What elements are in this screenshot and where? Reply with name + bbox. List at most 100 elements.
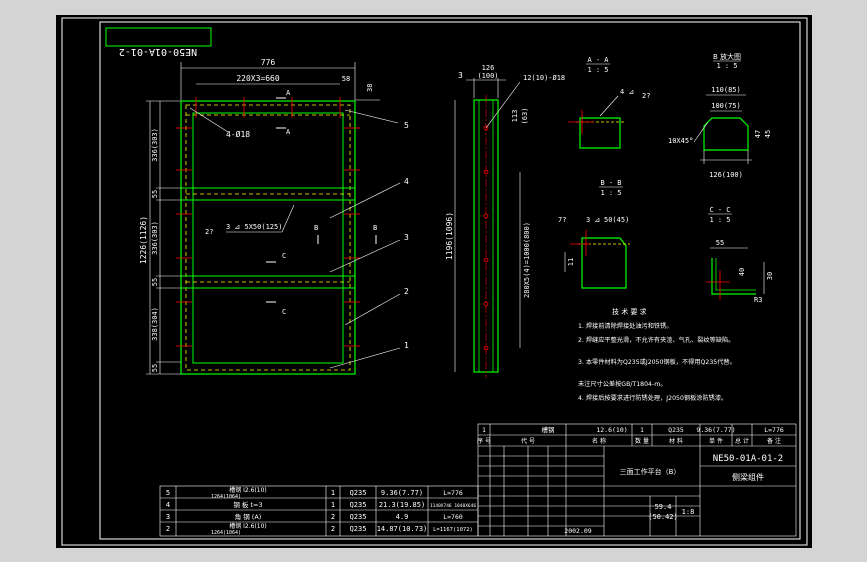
svg-text:5: 5 xyxy=(166,489,170,497)
weld-note-q: 2? xyxy=(205,228,213,236)
svg-text:4: 4 xyxy=(166,501,170,509)
svg-text:Q235: Q235 xyxy=(668,426,684,434)
bom-row: 5 槽钢 Ⅰ2.6(10) 1264(1064) 1 Q235 9.36(7.7… xyxy=(166,486,463,500)
side-dim-thickness: 3 xyxy=(458,71,463,80)
frame-inner xyxy=(192,112,344,364)
bom-row: 2 槽钢 Ⅰ2.6(10) 1264(1064) 2 Q235 14.87(10… xyxy=(166,522,473,536)
side-dim-offset-a: 113 xyxy=(511,110,519,123)
side-dim-width: 126 xyxy=(482,64,495,72)
svg-text:1: 1 xyxy=(331,501,335,509)
section-aa-weld-q: 2? xyxy=(642,92,650,100)
section-bb-size: 50(45) xyxy=(604,216,629,224)
title-drawing-no: NE50-01A-01-2 xyxy=(713,454,783,464)
dim-hole-spacing: 220X3=660 xyxy=(236,74,280,83)
balloon-1: 1 xyxy=(404,341,409,350)
svg-text:名 称: 名 称 xyxy=(592,437,606,445)
weld-note: 3 ⊿ 5X50(125) xyxy=(226,223,282,231)
section-cc-depth: 40 xyxy=(738,268,746,276)
svg-text:钢 板 t=3: 钢 板 t=3 xyxy=(233,500,262,509)
balloon-2: 2 xyxy=(404,287,409,296)
section-cc-title: C - C xyxy=(709,206,730,214)
drawing-number-stamp xyxy=(105,27,212,47)
tech-note-3: 3. 本零件材料为Q235或J2050钢板，不得用Q235代替。 xyxy=(578,358,736,366)
svg-text:角 钢 (A): 角 钢 (A) xyxy=(235,512,262,521)
svg-text:Q235: Q235 xyxy=(350,525,367,533)
section-mark-a-bottom: A xyxy=(286,128,291,136)
svg-text:1264(1064): 1264(1064) xyxy=(211,530,241,536)
svg-text:Q235: Q235 xyxy=(350,513,367,521)
tech-note-4: 4. 焊接后按要求进行防锈处理，J2050钢板涂防锈漆。 xyxy=(578,394,727,402)
side-dim-width-alt: (100) xyxy=(477,72,498,80)
svg-text:总 计: 总 计 xyxy=(735,437,749,445)
bom-row: 4 钢 板 t=3 1 Q235 21.3(19.85) 1140X746 10… xyxy=(166,500,476,509)
section-aa-title: A - A xyxy=(587,56,609,64)
dim-seg4: 55 xyxy=(151,278,159,286)
svg-text:L=760: L=760 xyxy=(443,513,463,521)
crossbar-1 xyxy=(180,187,356,201)
section-bb-weld-q: 7? xyxy=(558,216,566,224)
tech-note-1: 1. 焊接前清除焊接处油污和铁锈。 xyxy=(578,322,673,330)
section-cc-height: 30 xyxy=(766,272,774,280)
enlarged-scale: 1 : 5 xyxy=(716,62,737,70)
side-dim-hole-pitch: 280X5(4)=1000(800) xyxy=(523,222,531,298)
section-bb-weld-sym: 3 ⊿ xyxy=(586,216,600,224)
tech-notes-heading: 技 术 要 求 xyxy=(612,307,647,316)
section-mark-b-right: B xyxy=(373,224,377,232)
tech-notes: 技 术 要 求 1. 焊接前清除焊接处油污和铁锈。 2. 焊缝应平整光滑，不允许… xyxy=(578,307,736,402)
svg-text:Q235: Q235 xyxy=(350,489,367,497)
dim-seg5: 338(304) xyxy=(151,307,159,341)
balloon-3: 3 xyxy=(404,233,409,242)
dim-seg6: 55 xyxy=(151,364,159,372)
enlarged-chamfer: 10X45° xyxy=(668,137,693,145)
tech-note-2: 2. 焊缝应平整光滑，不允许有夹渣、气孔、裂纹等缺陷。 xyxy=(578,336,734,344)
title-part-name: 侧梁组件 xyxy=(732,472,764,482)
section-cc-width: 55 xyxy=(716,239,724,247)
svg-text:Q235: Q235 xyxy=(350,501,367,509)
hole-callout: 4-Ø18 xyxy=(226,129,250,139)
inner-frame xyxy=(99,21,801,540)
dim-height-overall: 1226(1126) xyxy=(139,216,148,264)
crossbar-2 xyxy=(180,275,356,289)
dim-top-offset: 38 xyxy=(366,84,374,92)
svg-text:12.6(10): 12.6(10) xyxy=(596,426,627,434)
svg-text:2: 2 xyxy=(331,525,335,533)
section-bb-scale: 1 : 5 xyxy=(600,189,621,197)
section-cc-scale: 1 : 5 xyxy=(709,216,730,224)
svg-text:槽钢 Ⅰ2.6(10): 槽钢 Ⅰ2.6(10) xyxy=(229,522,267,530)
svg-text:2: 2 xyxy=(331,513,335,521)
svg-text:L=1167(1072): L=1167(1072) xyxy=(433,527,473,533)
enlarged-dim-inner: 100(75) xyxy=(711,102,741,110)
enlarged-title: B 放大图 xyxy=(713,52,741,61)
svg-text:9.36(7.77): 9.36(7.77) xyxy=(381,489,423,497)
svg-text:1264(1064): 1264(1064) xyxy=(211,494,241,500)
balloon-5: 5 xyxy=(404,121,409,130)
section-bb-height: 11 xyxy=(567,258,575,266)
bom-row: 3 角 钢 (A) 2 Q235 4.9 L=760 xyxy=(166,512,463,521)
section-cc: C - C 1 : 5 55 40 30 R3 xyxy=(706,206,774,304)
section-aa-scale: 1 : 5 xyxy=(587,66,608,74)
title-mass: 59.4 xyxy=(655,503,672,511)
section-bb-profile xyxy=(581,237,627,289)
svg-text:单 件: 单 件 xyxy=(709,437,723,445)
enlarged-dim-h1: 47 xyxy=(754,130,762,138)
enlarged-view-b: B 放大图 1 : 5 110(85) 100(75) 10X45° 126(1… xyxy=(668,52,772,179)
drawing-sheet xyxy=(56,15,812,548)
side-dim-holes: 12(10)-Ø18 xyxy=(523,74,565,82)
svg-text:3: 3 xyxy=(166,513,170,521)
svg-text:备 注: 备 注 xyxy=(767,437,781,445)
svg-text:数 量: 数 量 xyxy=(635,437,649,445)
drawing-number-stamp-text: NE50-01A-01-2 xyxy=(119,46,197,57)
bom-rows: 5 槽钢 Ⅰ2.6(10) 1264(1064) 1 Q235 9.36(7.7… xyxy=(166,486,476,536)
title-block-text: 1 槽钢 12.6(10) 1 Q235 9.36(7.77) L=776 序 … xyxy=(477,425,784,535)
svg-text:4.9: 4.9 xyxy=(396,513,409,521)
section-cc-profile xyxy=(711,258,756,295)
side-view: 126 (100) 3 12(10)-Ø18 113 (63) 1196(109… xyxy=(445,64,565,378)
section-mark-b-left: B xyxy=(314,224,318,232)
side-dim-overall-height: 1196(1096) xyxy=(445,212,454,260)
dim-seg3: 336(303) xyxy=(151,221,159,255)
enlarged-dim-bottom: 126(100) xyxy=(709,171,743,179)
balloon-4: 4 xyxy=(404,177,409,186)
enlarged-dim-h2: 45 xyxy=(764,130,772,138)
title-date: 2002.09 xyxy=(564,527,591,535)
dim-overall-width: 776 xyxy=(261,58,276,67)
